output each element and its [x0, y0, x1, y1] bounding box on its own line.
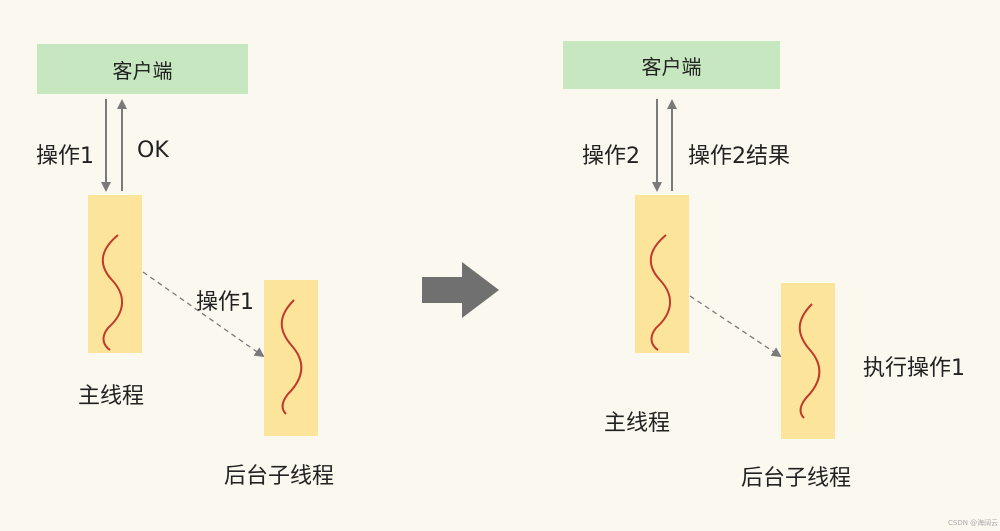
left-background-thread-label: 后台子线程 [224, 464, 335, 489]
left-client-box: 客户端 [37, 44, 248, 94]
left-background-thread-wave [280, 299, 303, 415]
left-async-label: 操作1 [196, 290, 254, 315]
right-async-arrow [689, 295, 782, 358]
right-client-label: 客户端 [641, 54, 702, 79]
left-background-thread-bar [264, 280, 318, 436]
right-background-thread-wave [798, 303, 821, 419]
right-response-label: 操作2结果 [688, 144, 790, 169]
right-main-thread-label: 主线程 [604, 411, 671, 436]
right-request-label: 操作2 [582, 144, 640, 169]
left-main-thread-bar [88, 195, 142, 353]
right-client-box: 客户端 [563, 41, 780, 89]
transition-arrow [422, 262, 499, 318]
left-response-label: OK [137, 138, 169, 163]
left-request-label: 操作1 [36, 144, 94, 169]
right-main-thread-wave [650, 234, 671, 351]
left-main-thread-wave [102, 234, 123, 351]
left-client-label: 客户端 [112, 58, 173, 83]
right-main-thread-bar [635, 195, 689, 353]
left-main-thread-label: 主线程 [78, 384, 145, 409]
right-background-thread-bar [781, 283, 835, 439]
watermark: CSDN @海阔云 [948, 519, 999, 527]
left-async-arrow [142, 271, 265, 358]
right-exec-label: 执行操作1 [863, 356, 965, 381]
right-background-thread-label: 后台子线程 [741, 466, 852, 491]
